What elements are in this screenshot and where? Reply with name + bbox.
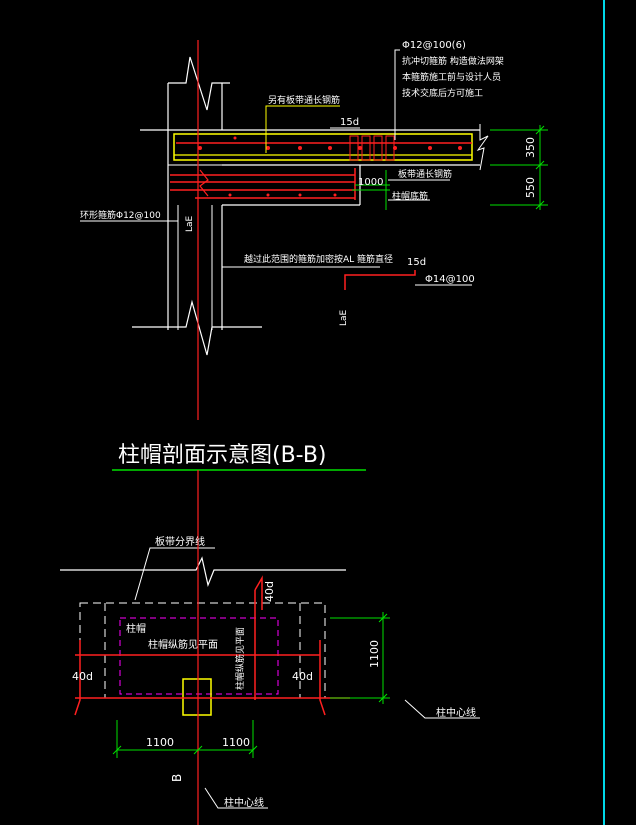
plan-dimensions xyxy=(112,612,390,758)
note-line-1: 抗冲切箍筋 构造做法网架 xyxy=(402,55,504,67)
stirrup-2 xyxy=(361,135,371,161)
plan-red-hook-left xyxy=(74,640,81,716)
dim-1100-vertical: 1100 xyxy=(368,640,381,668)
note-stirrup-spec: Φ12@100(6) xyxy=(402,40,466,51)
label-b: B xyxy=(170,774,184,782)
stirrup-4 xyxy=(385,135,395,161)
dim-550: 550 xyxy=(524,177,537,198)
column-break-bottom xyxy=(132,299,262,356)
stirrup-3 xyxy=(373,135,383,161)
label-plate-rebar: 板带通长钢筋 xyxy=(398,168,452,180)
label-ring-stirrup: 环形箍筋Φ12@100 xyxy=(80,209,161,221)
leader-notes xyxy=(394,49,400,140)
label-1000: 1000 xyxy=(358,177,383,188)
label-strip-line: 板带分界线 xyxy=(155,535,205,548)
title-block: 柱帽剖面示意图(B-B) xyxy=(112,443,366,471)
label-top-rebar: 另有板带通长钢筋 xyxy=(268,94,340,106)
note-line-2: 本箍筋施工前与设计人员 xyxy=(402,71,501,83)
label-phi14: Φ14@100 xyxy=(425,274,475,285)
label-lae-lower: LaE xyxy=(339,309,349,326)
center-leader-bottom xyxy=(204,787,268,809)
label-15d-top: 15d xyxy=(340,117,359,128)
label-cap: 柱帽 xyxy=(126,622,146,635)
lower-hook-rebar xyxy=(344,270,416,290)
label-column-note: 越过此范围的箍筋加密按AL 箍筋直径 xyxy=(244,253,393,265)
plan-view: 板带分界线 柱帽 柱帽纵筋见平面 柱帽纵筋见平面 40d 40d 40d 110… xyxy=(60,470,480,825)
label-lae-left: LaE xyxy=(185,215,195,232)
label-cap-rebar: 柱帽底筋 xyxy=(392,190,428,202)
slab-break-right xyxy=(476,124,489,171)
label-15d-lower: 15d xyxy=(407,257,426,268)
stirrup-1 xyxy=(349,135,359,161)
slab-rebar-yellow xyxy=(173,133,473,161)
label-col-center-right: 柱中心线 xyxy=(436,706,476,719)
cap-inner-magenta xyxy=(119,617,279,695)
column-break-top xyxy=(168,56,230,111)
top-dimensions xyxy=(352,125,548,210)
label-40d-left: 40d xyxy=(72,670,93,683)
label-cap-rebar-plan: 柱帽纵筋见平面 xyxy=(148,638,218,651)
dim-1100-right: 1100 xyxy=(222,736,250,749)
drawing-title: 柱帽剖面示意图(B-B) xyxy=(118,443,327,468)
label-col-center-bottom: 柱中心线 xyxy=(224,796,264,809)
note-line-3: 技术交底后方可施工 xyxy=(402,87,483,99)
plan-red-40d-hook xyxy=(254,575,263,610)
plan-red-hook-right xyxy=(319,640,326,716)
strip-line-leader xyxy=(134,547,215,601)
dim-1100-left: 1100 xyxy=(146,736,174,749)
column-square xyxy=(182,678,212,716)
label-vertical: 柱帽纵筋见平面 xyxy=(234,627,246,690)
label-40d-right: 40d xyxy=(292,670,313,683)
leader-top-rebar xyxy=(265,105,340,153)
plan-top-line xyxy=(60,556,346,588)
dim-350: 350 xyxy=(524,137,537,158)
center-leader-right xyxy=(404,699,480,719)
label-40d-top: 40d xyxy=(263,581,276,602)
red-rebar-stirrup-zone xyxy=(199,169,209,197)
rebar-dots xyxy=(198,136,462,197)
top-section: Φ12@100(6) 抗冲切箍筋 构造做法网架 本箍筋施工前与设计人员 技术交底… xyxy=(80,40,548,420)
